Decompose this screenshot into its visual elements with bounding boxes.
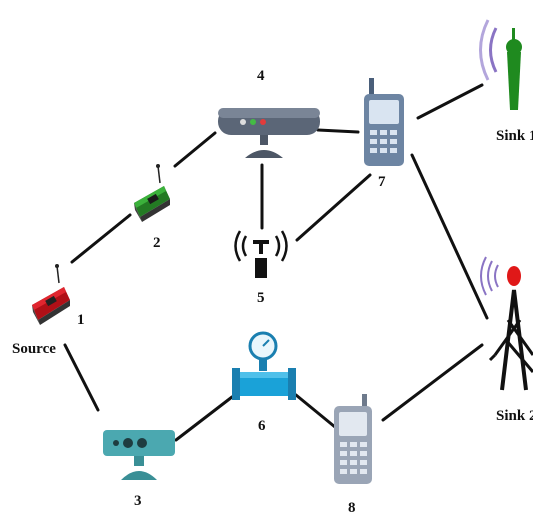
edge-n7-sink1 xyxy=(416,83,484,120)
node-number: 6 xyxy=(258,418,266,434)
node-8[interactable]: 8 xyxy=(334,394,372,516)
pressure-gauge-icon xyxy=(232,331,296,400)
sensor-icon xyxy=(134,164,170,222)
node-sink1[interactable]: Sink 1 xyxy=(479,19,533,144)
node-name: Sink 1 xyxy=(496,128,533,144)
node-number: 3 xyxy=(134,493,142,509)
node-number: 5 xyxy=(257,290,265,306)
node-name: Source xyxy=(12,341,56,357)
node-name: Sink 2 xyxy=(496,408,533,424)
sensor-icon xyxy=(32,264,70,325)
tower-icon xyxy=(480,256,533,391)
kinect-icon xyxy=(103,430,175,480)
edge-n5-n7 xyxy=(295,173,372,242)
node-7[interactable]: 7 xyxy=(364,78,404,190)
phone-icon xyxy=(364,78,404,166)
node-4[interactable]: 4 xyxy=(218,68,320,158)
node-3[interactable]: 3 xyxy=(103,430,175,509)
node-6[interactable]: 6 xyxy=(232,331,296,434)
edge-n2-n4 xyxy=(173,131,217,168)
node-number: 8 xyxy=(348,500,356,516)
node-sink2[interactable]: Sink 2 xyxy=(480,256,533,424)
node-number: 2 xyxy=(153,235,161,251)
antenna-tower-icon xyxy=(479,19,522,110)
network-edges xyxy=(63,83,489,442)
node-number: 7 xyxy=(378,174,386,190)
node-2[interactable]: 2 xyxy=(134,164,170,251)
node-source[interactable]: 1 Source xyxy=(12,264,85,357)
node-number: 4 xyxy=(257,68,265,84)
router-icon xyxy=(218,108,320,158)
edge-source-n2 xyxy=(70,213,132,264)
node-5[interactable]: 5 xyxy=(234,230,288,306)
edge-n3-n6 xyxy=(174,395,234,442)
node-number: 1 xyxy=(77,312,85,328)
edge-n8-sink2 xyxy=(381,343,484,422)
edge-n4-n7 xyxy=(316,128,360,134)
edge-source-n3 xyxy=(63,343,100,412)
phone-icon xyxy=(334,394,372,484)
edge-n7-sink2 xyxy=(410,153,489,320)
edge-n6-n8 xyxy=(294,393,337,429)
antenna-icon xyxy=(234,230,288,278)
